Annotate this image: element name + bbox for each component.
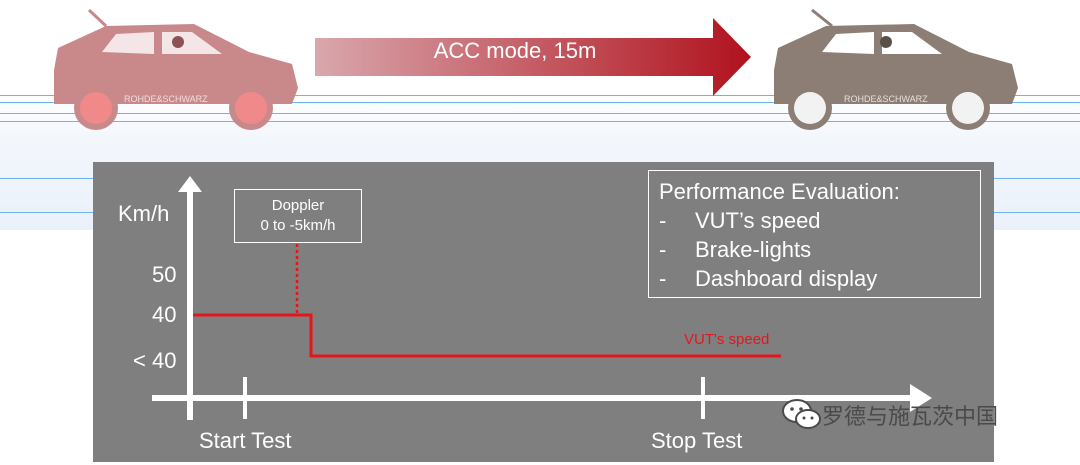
road-line <box>0 102 1080 103</box>
road-line <box>0 95 1080 96</box>
acc-mode-arrow <box>315 18 751 96</box>
doppler-range: 0 to -5km/h <box>260 217 336 234</box>
right-car-brand: ROHDE&SCHWARZ <box>844 94 928 104</box>
performance-item: -VUT’s speed <box>659 208 821 233</box>
x-axis-arrowhead <box>910 384 932 412</box>
doppler-title: Doppler <box>271 197 325 214</box>
watermark-text: 罗德与施瓦茨中国 <box>822 404 999 429</box>
right-car-icon: ROHDE&SCHWARZ <box>774 8 1018 130</box>
stop-test-label: Stop Test <box>651 428 743 453</box>
y-axis-label: Km/h <box>118 201 170 226</box>
performance-item: -Dashboard display <box>659 266 878 291</box>
start-test-label: Start Test <box>199 428 292 453</box>
y-tick-40: 40 <box>152 302 177 327</box>
performance-item: -Brake-lights <box>659 237 812 262</box>
y-axis-arrowhead <box>178 176 202 192</box>
performance-evaluation-box: Performance Evaluation: -VUT’s speed -Br… <box>648 170 981 298</box>
watermark: 罗德与施瓦茨中国 <box>782 398 998 432</box>
acc-mode-label: ACC mode, 15m <box>433 38 597 63</box>
left-car-brand: ROHDE&SCHWARZ <box>124 94 208 104</box>
y-tick-lt40: < 40 <box>133 348 177 373</box>
wechat-icon <box>782 399 821 429</box>
left-car-icon: ROHDE&SCHWARZ <box>54 8 298 130</box>
vut-speed-label: VUT's speed <box>684 331 770 348</box>
vut-speed-line <box>193 313 781 358</box>
performance-title: Performance Evaluation: <box>659 179 900 204</box>
doppler-box: Doppler 0 to -5km/h <box>234 189 362 243</box>
road-line <box>0 113 1080 114</box>
road-line <box>0 121 1080 122</box>
y-tick-50: 50 <box>152 262 177 287</box>
